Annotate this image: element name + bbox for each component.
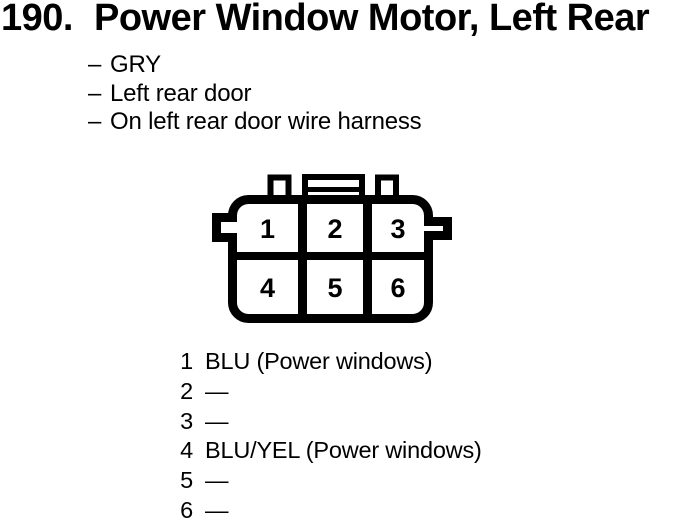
dash-bullet: – <box>88 108 102 136</box>
pin-cavity-6: 6 <box>390 273 405 303</box>
pin-cavity-3: 3 <box>390 214 405 244</box>
legend-pin-number: 1 <box>180 348 193 374</box>
legend-row-4: 4 BLU/YEL (Power windows) <box>0 436 482 466</box>
legend-row-1: 1 BLU (Power windows) <box>0 347 482 377</box>
connector-notes: – GRY – Left rear door – On left rear do… <box>88 51 422 137</box>
note-harness: – On left rear door wire harness <box>88 108 422 137</box>
legend-pin-number: 5 <box>180 467 193 494</box>
legend-row-3: 3 — <box>0 407 482 437</box>
note-text: GRY <box>110 51 161 78</box>
legend-pin-number: 2 <box>180 377 193 404</box>
legend-pin-number: 3 <box>180 407 193 434</box>
dash-bullet: – <box>88 79 102 107</box>
pin-cavity-5: 5 <box>327 273 342 303</box>
page-title: 190. Power Window Motor, Left Rear <box>1 0 650 40</box>
legend-pin-number: 6 <box>180 496 193 523</box>
legend-row-5: 5 — <box>0 466 482 496</box>
legend-pin-value: BLU/YEL (Power windows) <box>205 437 482 464</box>
legend-row-2: 2 — <box>0 377 482 407</box>
legend-pin-value: — <box>205 496 229 523</box>
item-title: Power Window Motor, Left Rear <box>94 0 650 39</box>
note-color: – GRY <box>88 51 421 80</box>
note-location: – Left rear door <box>88 80 421 109</box>
item-number: 190. <box>1 0 73 39</box>
note-text: Left rear door <box>110 79 252 107</box>
legend-row-6: 6 — <box>0 496 482 526</box>
connector-diagram: 1 2 3 4 5 6 <box>212 174 452 323</box>
legend-pin-value: — <box>205 407 229 434</box>
pin-legend: 1 BLU (Power windows) 2 — 3 — 4 BLU/YEL … <box>0 347 482 526</box>
legend-pin-value: BLU (Power windows) <box>205 348 433 374</box>
legend-pin-value: — <box>205 467 229 494</box>
dash-bullet: – <box>88 51 102 78</box>
pin-cavity-1: 1 <box>260 214 275 244</box>
note-text: On left rear door wire harness <box>110 108 422 136</box>
pin-cavity-4: 4 <box>260 273 275 303</box>
legend-pin-number: 4 <box>180 437 193 464</box>
pin-cavity-2: 2 <box>327 214 342 244</box>
legend-pin-value: — <box>205 377 229 404</box>
